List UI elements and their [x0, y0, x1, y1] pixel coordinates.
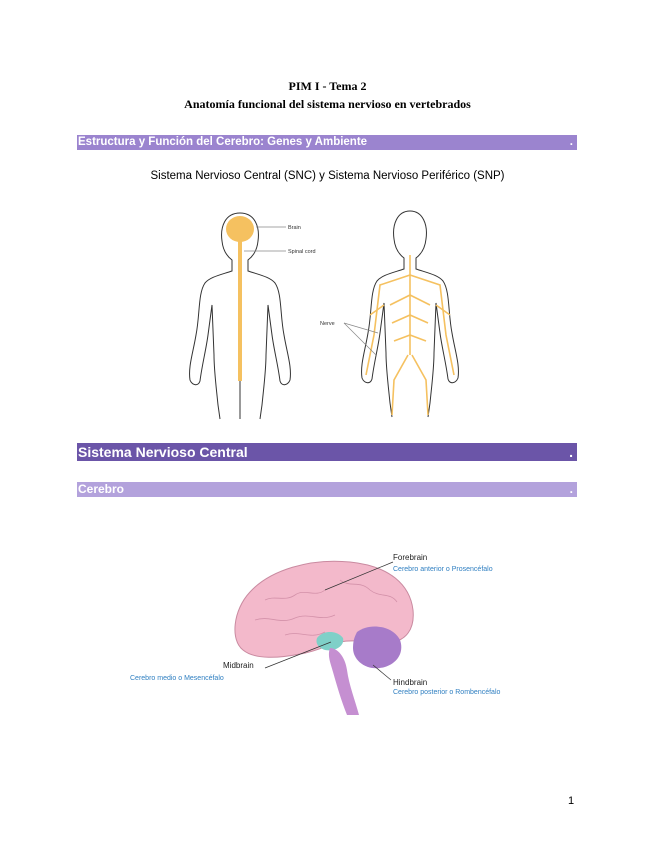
- midbrain-spanish-label: Cerebro medio o Mesencéfalo: [130, 675, 224, 682]
- forebrain-spanish-label: Cerebro anterior o Prosencéfalo: [393, 566, 493, 573]
- nerve-label: Nerve: [320, 321, 335, 327]
- brain-shape: [226, 216, 254, 242]
- hindbrain-label: Hindbrain: [393, 678, 427, 687]
- spinal-cord-shape: [238, 241, 242, 381]
- pns-body-illustration: [361, 210, 459, 418]
- cns-body-illustration: [189, 212, 291, 420]
- section-heading-label: Sistema Nervioso Central: [78, 444, 248, 460]
- section-heading-dot: .: [569, 482, 573, 496]
- spinal-cord-label: Spinal cord: [288, 249, 316, 255]
- section-heading-snc: Sistema Nervioso Central .: [77, 443, 577, 461]
- brainstem-shape: [328, 648, 359, 715]
- page-number: 1: [568, 795, 575, 807]
- brain-label: Brain: [288, 225, 301, 231]
- section-heading-estructura: Estructura y Función del Cerebro: Genes …: [77, 135, 577, 150]
- document-subtitle: Anatomía funcional del sistema nervioso …: [184, 97, 471, 111]
- document-title: PIM I - Tema 2: [288, 79, 367, 93]
- section-heading-label: Cerebro: [78, 482, 125, 496]
- peripheral-nerves: [365, 255, 455, 416]
- brain-regions-figure: Forebrain Cerebro anterior o Prosencéfal…: [130, 553, 500, 715]
- section-heading-label: Estructura y Función del Cerebro: Genes …: [78, 136, 368, 148]
- section-heading-cerebro: Cerebro .: [77, 482, 577, 497]
- nervous-system-figure: Brain Spinal cord Nerve: [189, 210, 459, 420]
- hindbrain-shape: [353, 626, 402, 669]
- midbrain-shape: [316, 632, 344, 651]
- section-heading-dot: .: [569, 444, 573, 460]
- figure1-caption: Sistema Nervioso Central (SNC) y Sistema…: [150, 170, 505, 182]
- section-heading-dot: .: [569, 136, 573, 148]
- forebrain-label: Forebrain: [393, 553, 427, 562]
- hindbrain-spanish-label: Cerebro posterior o Rombencéfalo: [393, 689, 500, 696]
- midbrain-label: Midbrain: [223, 661, 254, 670]
